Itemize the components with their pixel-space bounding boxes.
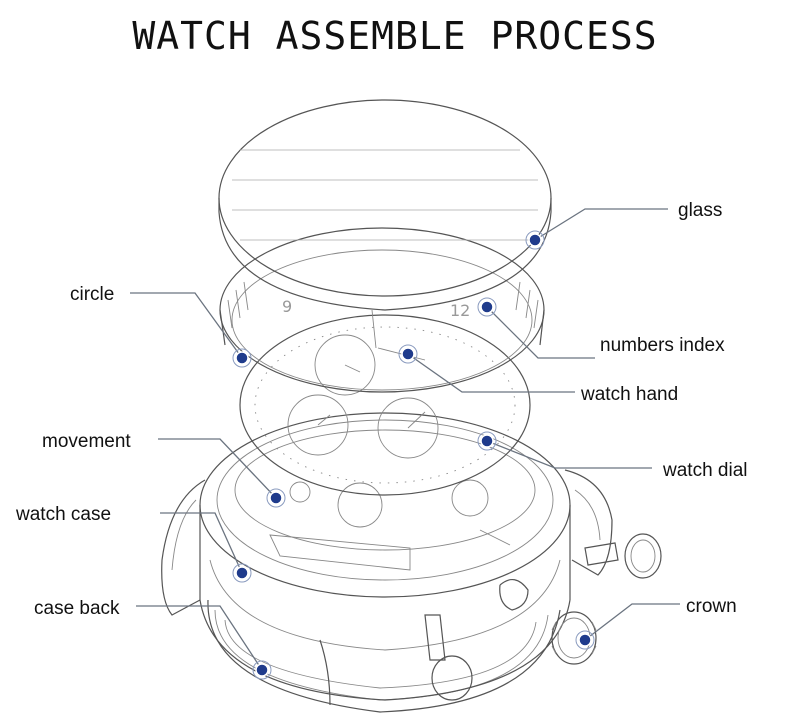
leader-lines xyxy=(130,208,680,671)
watch-hand-marker xyxy=(401,347,415,361)
label-crown: crown xyxy=(686,596,737,617)
movement-marker xyxy=(269,491,283,505)
numbers-index-marker xyxy=(480,300,494,314)
svg-text:12: 12 xyxy=(450,301,470,320)
watch-dial-drawing xyxy=(239,314,531,496)
label-movement: movement xyxy=(42,431,131,452)
movement-drawing xyxy=(234,429,536,571)
label-circle: circle xyxy=(70,284,114,305)
svg-text:9: 9 xyxy=(282,297,292,316)
label-watch-dial: watch dial xyxy=(662,460,748,481)
watch-case-marker xyxy=(235,566,249,580)
case-back-drawing xyxy=(207,599,561,713)
label-watch-hand: watch hand xyxy=(580,384,678,405)
glass-marker xyxy=(528,233,542,247)
markers xyxy=(232,230,595,680)
watch-dial-marker xyxy=(480,434,494,448)
watch-case-drawing xyxy=(161,412,662,706)
circle-marker xyxy=(235,351,249,365)
label-glass: glass xyxy=(678,200,722,221)
label-watch-case: watch case xyxy=(15,504,111,525)
diagram-title: WATCH ASSEMBLE PROCESS xyxy=(132,14,658,58)
circle-ring-drawing: 9 12 xyxy=(219,227,545,393)
glass-drawing xyxy=(218,99,552,311)
case-back-marker xyxy=(255,663,269,677)
label-numbers-index: numbers index xyxy=(600,335,725,356)
label-case-back: case back xyxy=(34,598,120,619)
crown-marker xyxy=(578,633,592,647)
